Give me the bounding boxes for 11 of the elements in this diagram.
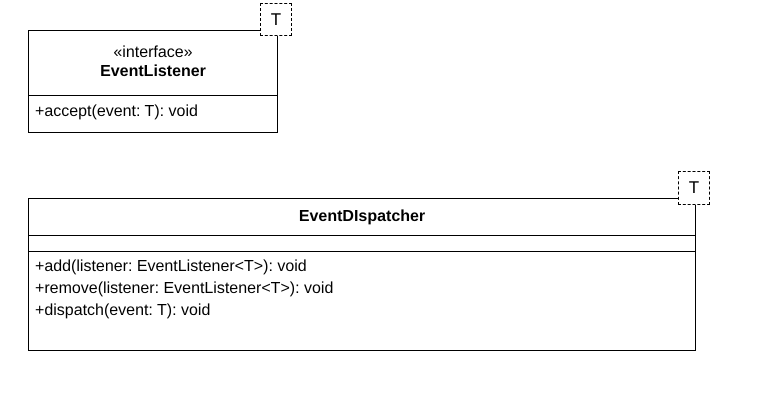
operation-text: +dispatch(event: T): void (35, 301, 210, 321)
operation-text: +accept(event: T): void (35, 102, 198, 122)
operation-text: +remove(listener: EventListener<T>): void (35, 279, 334, 299)
class-name: EventListener (100, 62, 206, 81)
operation-text: +add(listener: EventListener<T>): void (35, 257, 307, 277)
class-box (28, 30, 278, 133)
stereotype-label: «interface» (113, 43, 193, 62)
class-box (28, 198, 696, 351)
class-name: EventDIspatcher (298, 207, 426, 226)
template-parameter-box: T (260, 3, 292, 36)
template-parameter-box: T (678, 171, 710, 205)
